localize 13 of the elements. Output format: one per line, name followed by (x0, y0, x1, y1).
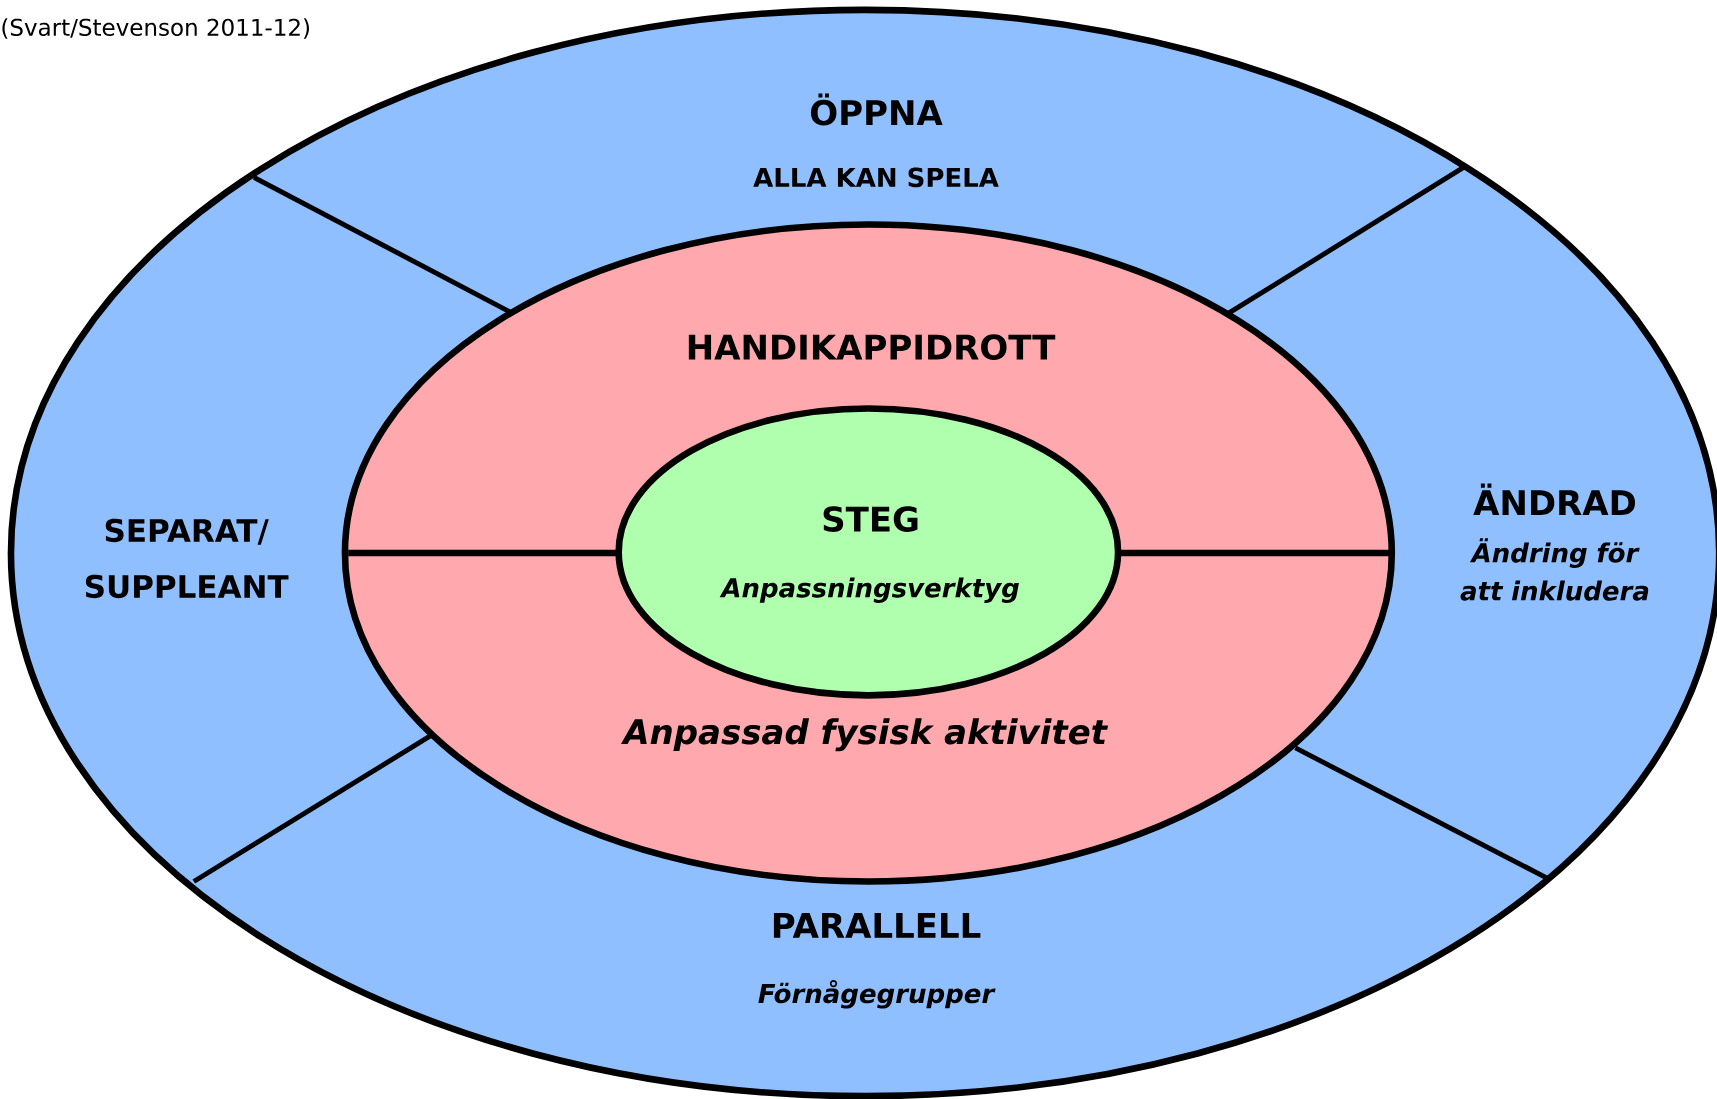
ellipse-label: HANDIKAPPIDROTT (688, 334, 1056, 360)
ellipse-label: STEG (823, 506, 918, 532)
ellipse-label: Anpassad fysisk aktivitet (621, 718, 1109, 752)
sector-label: ÖPPNA (810, 93, 943, 126)
ellipse-label: Anpassningsverktyg (719, 577, 1019, 603)
source-note: (Svart/Stevenson 2011-12) (2, 18, 309, 39)
sector-label: Förnågegrupper (758, 980, 996, 1009)
sector-label: PARALLELL (773, 912, 981, 938)
sector-label: ÄNDRAD (1473, 483, 1636, 516)
inner-ellipse (615, 405, 1122, 699)
sector-label: Ändring för att inkludera (1460, 538, 1649, 601)
sector-label: SEPARAT/ SUPPLEANT (85, 518, 289, 599)
sector-label: ALLA KAN SPELA (753, 167, 999, 188)
